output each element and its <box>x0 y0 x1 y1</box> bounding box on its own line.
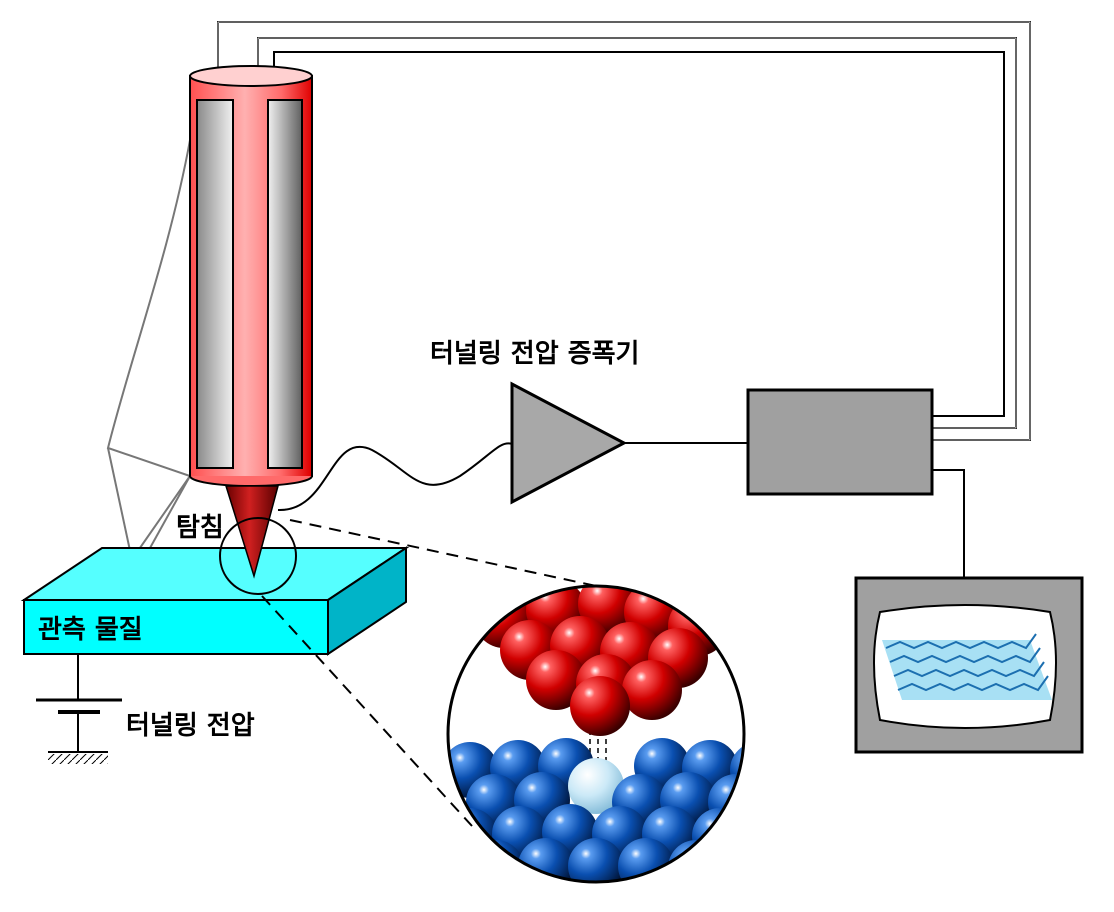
bias-voltage-label: 터널링 전압 <box>126 711 255 741</box>
scan-area-lines <box>106 139 192 569</box>
zoom-lines <box>261 519 597 827</box>
control-box <box>746 388 934 496</box>
monitor <box>854 576 1084 754</box>
signal-wire <box>277 442 513 512</box>
zoom-view <box>446 584 746 884</box>
amplifier-label: 터널링 전압 증폭기 <box>430 339 639 369</box>
scan-image <box>882 633 1052 700</box>
piezo-tube <box>189 65 313 487</box>
magnifier-circle <box>219 517 297 595</box>
probe-tip <box>224 485 279 579</box>
bias-circuit <box>36 654 122 764</box>
tip-label: 탐침 <box>176 513 224 543</box>
feedback-wire-inner <box>217 21 1031 441</box>
monitor-wire <box>932 469 965 578</box>
feedback-wires <box>217 21 1031 441</box>
voltage-amplifier <box>510 381 748 505</box>
sample-label: 관측 물질 <box>38 615 143 645</box>
sample-block <box>20 546 410 656</box>
